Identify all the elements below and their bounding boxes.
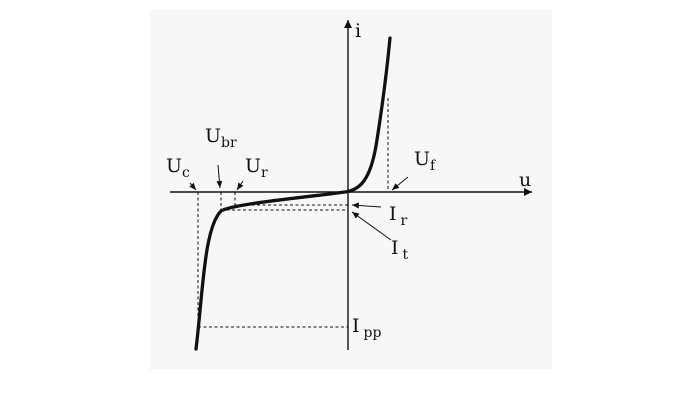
ubr-pointer-arrow	[216, 164, 223, 189]
uc-label: Uc	[166, 155, 190, 181]
it-pointer-arrow	[351, 211, 392, 241]
y-axis-label: i	[355, 20, 361, 42]
ubr-label: Ubr	[205, 125, 237, 151]
x-axis-label: u	[519, 169, 531, 191]
uc-pointer-arrow	[189, 182, 197, 191]
uf-pointer-arrow	[391, 176, 409, 191]
ur-label: Ur	[245, 155, 268, 181]
ir-pointer-arrow	[351, 202, 382, 209]
uf-label: Uf	[414, 148, 437, 174]
ur-pointer-arrow	[236, 180, 244, 191]
iv-curve	[194, 36, 392, 351]
